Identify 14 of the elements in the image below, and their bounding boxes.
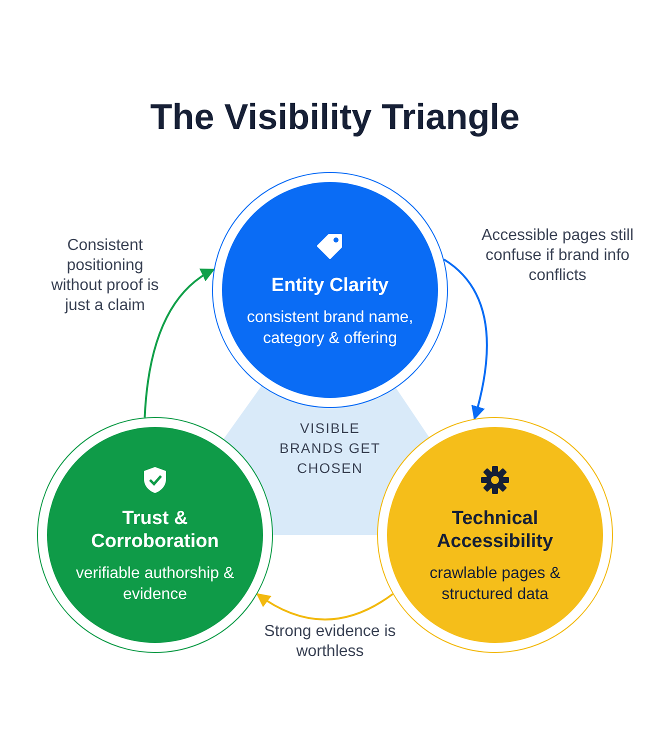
- node-description: verifiable authorship & evidence: [74, 564, 236, 605]
- node-heading: Entity Clarity: [270, 274, 390, 296]
- curved-arrow: [443, 258, 488, 420]
- node-description: crawlable pages & structured data: [428, 564, 562, 605]
- edge-label: Accessible pages still confuse if brand info conflicts: [480, 226, 635, 286]
- node-description: consistent brand name, category & offering: [246, 308, 414, 348]
- edge-label: Consistent positioning without proof is just a claim: [50, 236, 160, 316]
- center-label: VISIBLE BRANDS GET CHOSEN: [278, 419, 382, 478]
- edge-label: Strong evidence is worthless: [263, 622, 397, 662]
- curved-arrow: [256, 593, 394, 620]
- node-heading: Trust & Corroboration: [90, 507, 220, 553]
- title: The Visibility Triangle: [149, 96, 521, 138]
- node-heading: Technical Accessibility: [436, 507, 554, 553]
- curved-arrow: [144, 268, 216, 418]
